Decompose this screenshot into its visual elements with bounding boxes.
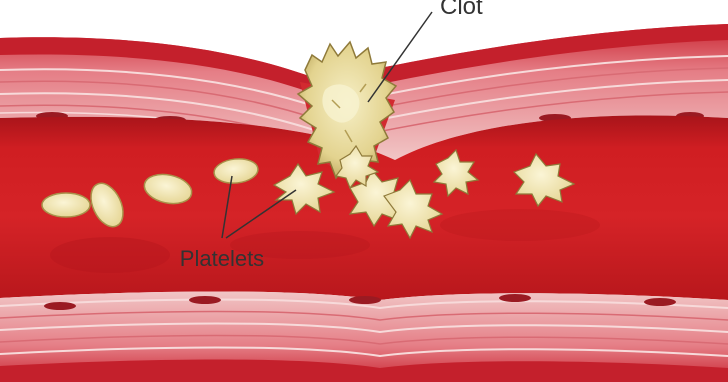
label-clot: Clot (440, 0, 483, 20)
label-platelets: Platelets (180, 246, 264, 271)
platelet-resting (42, 193, 90, 217)
vessel-wall-lower (0, 292, 728, 382)
